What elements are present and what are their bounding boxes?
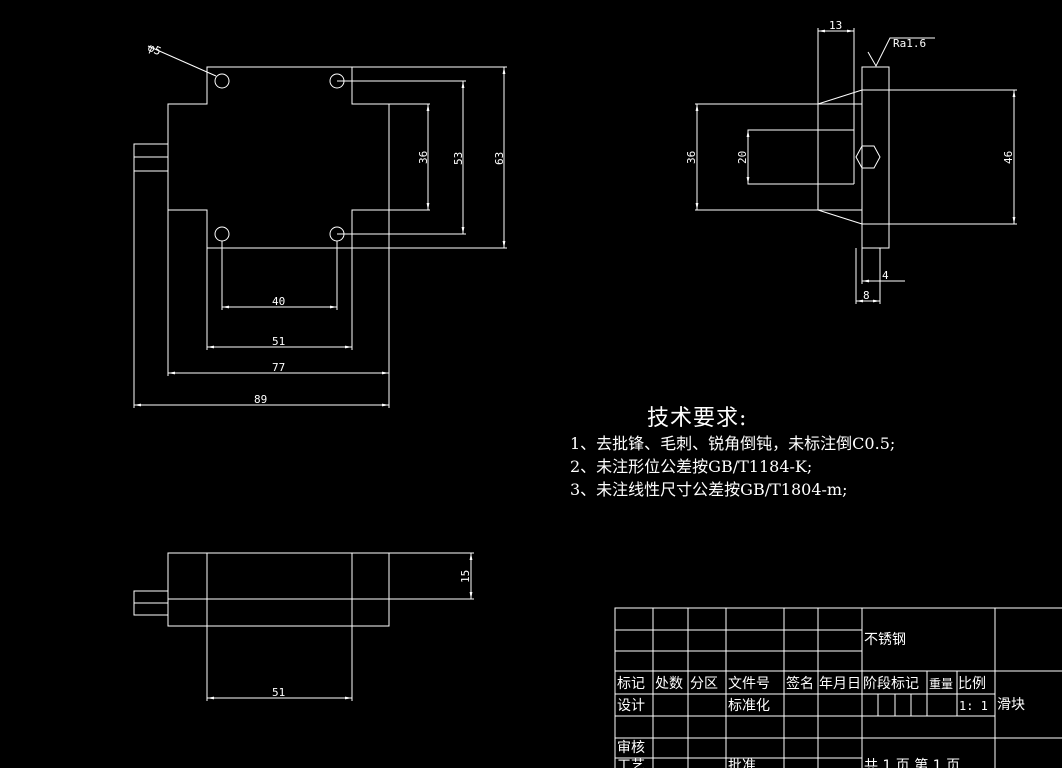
dim-13: 13: [829, 19, 842, 32]
header-count: 处数: [655, 676, 683, 692]
dim-4: 4: [882, 269, 889, 282]
dim-77: 77: [272, 361, 285, 374]
material-label: 不锈钢: [864, 632, 906, 648]
tech-req-title: 技术要求:: [647, 406, 748, 431]
dim-40: 40: [272, 295, 285, 308]
hex-nut: [855, 145, 881, 169]
mounting-hole: [214, 226, 230, 242]
tech-req-item: 2、未注形位公差按GB/T1184-K;: [570, 457, 813, 476]
top-view-outline: [167, 66, 390, 249]
hole-diameter-label: φ5: [146, 41, 163, 58]
part-name: 滑块: [997, 696, 1025, 713]
dim-89: 89: [254, 393, 267, 406]
dim-36: 36: [417, 151, 430, 164]
header-stage: 阶段标记: [863, 676, 919, 692]
header-mark: 标记: [617, 676, 645, 692]
roughness-symbol: [867, 37, 935, 68]
header-weight: 重量: [929, 677, 953, 691]
dim-20: 20: [736, 151, 749, 164]
dim-46: 46: [1002, 151, 1015, 164]
top-view: φ5 36 53 63 40 51 77 89: [133, 41, 507, 408]
dim-15: 15: [459, 570, 472, 583]
header-sign: 签名: [786, 675, 814, 692]
scale-value: 1: 1: [959, 699, 988, 713]
side-body: [817, 103, 862, 211]
dim-63: 63: [493, 152, 506, 165]
title-block: 不锈钢 滑块 标记 处数 分区 文件号 签名 年月日 阶段标记 重量 比例 设计…: [614, 607, 1062, 768]
design-label: 设计: [617, 698, 645, 714]
review-label: 审核: [617, 740, 645, 756]
process-label: 工艺: [617, 758, 645, 768]
front-view: 15 51: [133, 552, 474, 701]
dim-8: 8: [863, 289, 870, 302]
header-date: 年月日: [819, 676, 861, 692]
dim-53: 53: [452, 152, 465, 165]
dim-side-36: 36: [685, 151, 698, 164]
dim-front-51: 51: [272, 686, 285, 699]
sheet-count: 共 1 页 第 1 页: [864, 757, 960, 768]
dim-51: 51: [272, 335, 285, 348]
roughness-label: Ra1.6: [893, 37, 926, 50]
tech-req-item: 1、去批锋、毛刺、锐角倒钝，未标注倒C0.5;: [570, 434, 896, 453]
approve-label: 批准: [728, 758, 756, 768]
side-view: 13 Ra1.6 36 20 46 4 8: [685, 19, 1017, 304]
header-zone: 分区: [690, 676, 718, 692]
side-shaft: [747, 129, 819, 185]
side-flange: [861, 66, 890, 249]
technical-requirements: 技术要求: 1、去批锋、毛刺、锐角倒钝，未标注倒C0.5; 2、未注形位公差按G…: [570, 400, 895, 501]
front-body: [167, 552, 390, 627]
hole-leader: [147, 45, 217, 77]
tech-req-item: 3、未注线性尺寸公差按GB/T1804-m;: [570, 480, 848, 499]
header-scale: 比例: [958, 676, 986, 692]
header-doc: 文件号: [728, 676, 770, 692]
mounting-hole: [214, 73, 230, 89]
standard-label: 标准化: [728, 698, 770, 714]
